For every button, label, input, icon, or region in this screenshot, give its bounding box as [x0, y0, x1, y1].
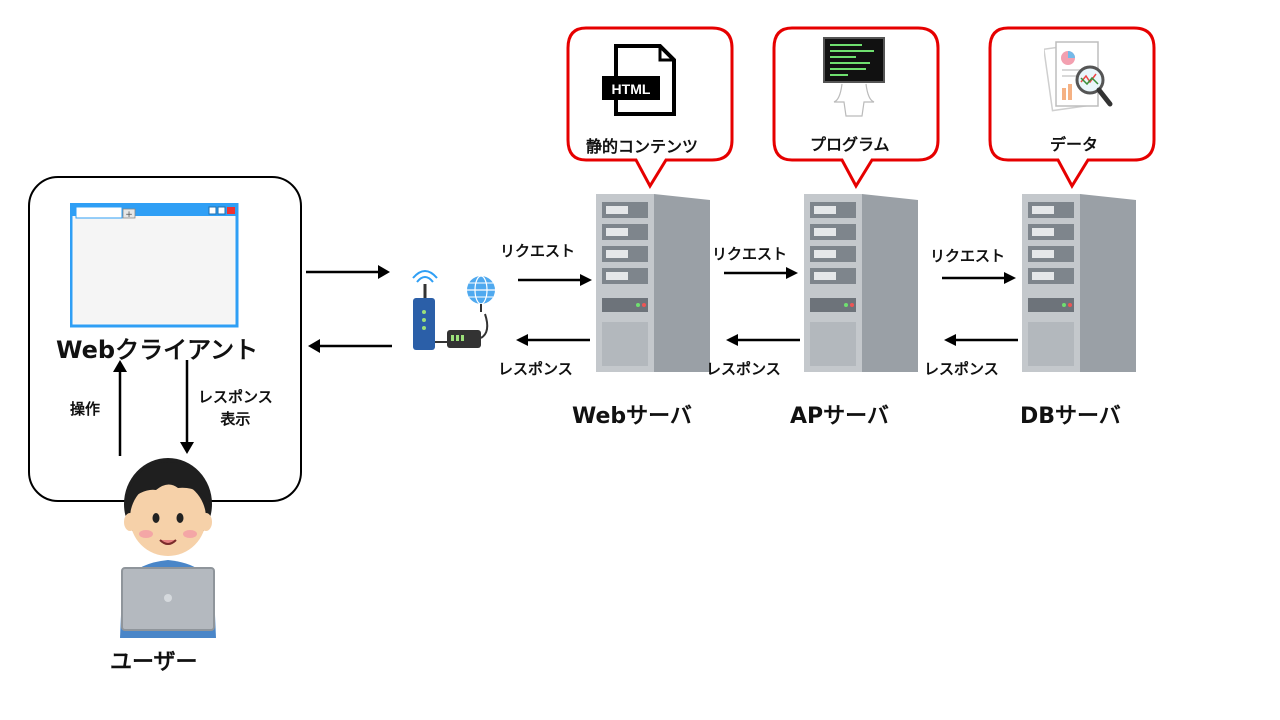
web-server-tower [596, 194, 710, 372]
user-at-laptop-illustration [120, 458, 216, 638]
ap-server-tower [804, 194, 918, 372]
ap-server-name: APサーバ [790, 404, 889, 429]
response-arrow-1 [516, 334, 590, 346]
db-server-tower [1022, 194, 1136, 372]
data-label: データ [1050, 135, 1099, 154]
browser-window-icon: + [70, 203, 239, 328]
svg-text:+: + [125, 210, 133, 220]
request-arrow-2 [724, 267, 798, 279]
operation-label: 操作 [70, 400, 101, 418]
response-arrow-3 [944, 334, 1018, 346]
web-client-title: Webクライアント [56, 336, 259, 364]
response-arrow-2 [726, 334, 800, 346]
request-label-1: リクエスト [500, 242, 576, 260]
response-label-3: レスポンス [924, 360, 999, 378]
data-report-icon [1044, 41, 1113, 112]
request-label-3: リクエスト [930, 247, 1006, 265]
svg-text:HTML: HTML [612, 81, 651, 97]
response-label-1: レスポンス [498, 360, 573, 378]
request-arrow-1 [518, 274, 592, 286]
response-display-arrow [180, 360, 194, 454]
program-bubble [772, 26, 940, 190]
response-label-2: レスポンス [706, 360, 781, 378]
html-document-icon: HTML [602, 44, 676, 116]
web-server-name: Webサーバ [572, 404, 692, 429]
router-icon [412, 270, 495, 350]
program-screen-icon [823, 37, 885, 117]
operation-arrow [113, 360, 127, 456]
static-content-label: 静的コンテンツ [586, 137, 699, 156]
request-label-2: リクエスト [712, 245, 788, 263]
request-arrow-3 [942, 272, 1016, 284]
user-label: ユーザー [110, 650, 198, 675]
response-display-label: レスポンス 表示 [198, 388, 273, 428]
db-server-name: DBサーバ [1020, 404, 1121, 429]
program-label: プログラム [810, 135, 890, 154]
client-router-arrows [306, 265, 392, 353]
